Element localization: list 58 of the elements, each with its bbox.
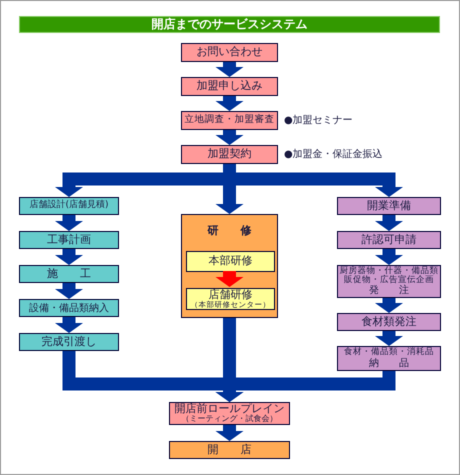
step-box bbox=[337, 265, 441, 298]
step-label: 厨房器物・什器・備品類販促物・広告宣伝企画 bbox=[338, 266, 440, 285]
step-label: 施 工 bbox=[47, 268, 91, 280]
flow-arrow bbox=[375, 331, 403, 346]
training-panel bbox=[181, 214, 278, 318]
step-label: 工事計画 bbox=[47, 234, 91, 246]
step-box bbox=[181, 43, 278, 62]
step-box bbox=[186, 251, 275, 272]
step-box bbox=[337, 313, 441, 331]
step-box bbox=[19, 265, 119, 283]
step-label: 設備・備品類納入 bbox=[29, 302, 109, 314]
step-label: 食材・備品類・消耗品 bbox=[344, 348, 434, 358]
title-banner: 開店までのサービスシステム bbox=[19, 16, 440, 33]
note-text: ●加盟金・保証金振込 bbox=[284, 148, 383, 160]
flow-arrow bbox=[55, 249, 83, 265]
step-box bbox=[19, 231, 119, 249]
step-label: 完成引渡し bbox=[42, 336, 96, 348]
step-label: 店舗設計(店舗見積) bbox=[29, 201, 109, 211]
step-box bbox=[169, 441, 290, 459]
flow-arrow bbox=[216, 62, 244, 77]
step-label: 開店前ロールプレイン bbox=[174, 403, 284, 416]
step-label: 許認可申請 bbox=[362, 234, 416, 246]
flow-arrow bbox=[55, 283, 83, 299]
flow-arrow bbox=[216, 96, 244, 111]
step-label: 本部研修 bbox=[208, 255, 252, 268]
step-box bbox=[181, 111, 278, 130]
step-box bbox=[181, 145, 278, 164]
step-sublabel: （ミーティング・試食会） bbox=[182, 415, 278, 424]
step-box bbox=[186, 288, 275, 310]
panel-heading: 研 修 bbox=[208, 225, 252, 238]
step-label: 食材類発注 bbox=[362, 316, 416, 328]
step-label: 店舗研修 bbox=[208, 288, 252, 301]
flow-arrow bbox=[216, 425, 244, 441]
step-box bbox=[19, 333, 119, 351]
flow-arrow bbox=[375, 249, 403, 265]
step-box bbox=[169, 402, 290, 425]
flow-arrow bbox=[375, 215, 403, 231]
flow-arrow bbox=[216, 271, 244, 287]
step-label: 加盟契約 bbox=[208, 148, 252, 161]
step-box bbox=[19, 197, 119, 215]
step-box bbox=[181, 77, 278, 96]
note-text: ●加盟セミナー bbox=[284, 114, 353, 126]
step-box bbox=[337, 231, 441, 249]
step-box bbox=[337, 346, 441, 371]
flow-arrow bbox=[216, 130, 244, 145]
flow-arrow bbox=[55, 215, 83, 231]
step-label: 立地調査・加盟審査 bbox=[184, 115, 274, 126]
step-sublabel: 納 品 bbox=[369, 358, 409, 369]
step-label: 開業準備 bbox=[367, 200, 411, 212]
step-box bbox=[337, 197, 441, 215]
step-sublabel: 発 注 bbox=[369, 285, 409, 296]
flow-arrow bbox=[216, 371, 396, 402]
flow-arrow bbox=[375, 298, 403, 313]
step-label: 開 店 bbox=[208, 444, 252, 456]
step-label: 加盟申し込み bbox=[196, 80, 262, 93]
flow-arrow bbox=[55, 317, 83, 333]
step-label: お問い合わせ bbox=[196, 46, 262, 59]
step-box bbox=[19, 299, 119, 317]
